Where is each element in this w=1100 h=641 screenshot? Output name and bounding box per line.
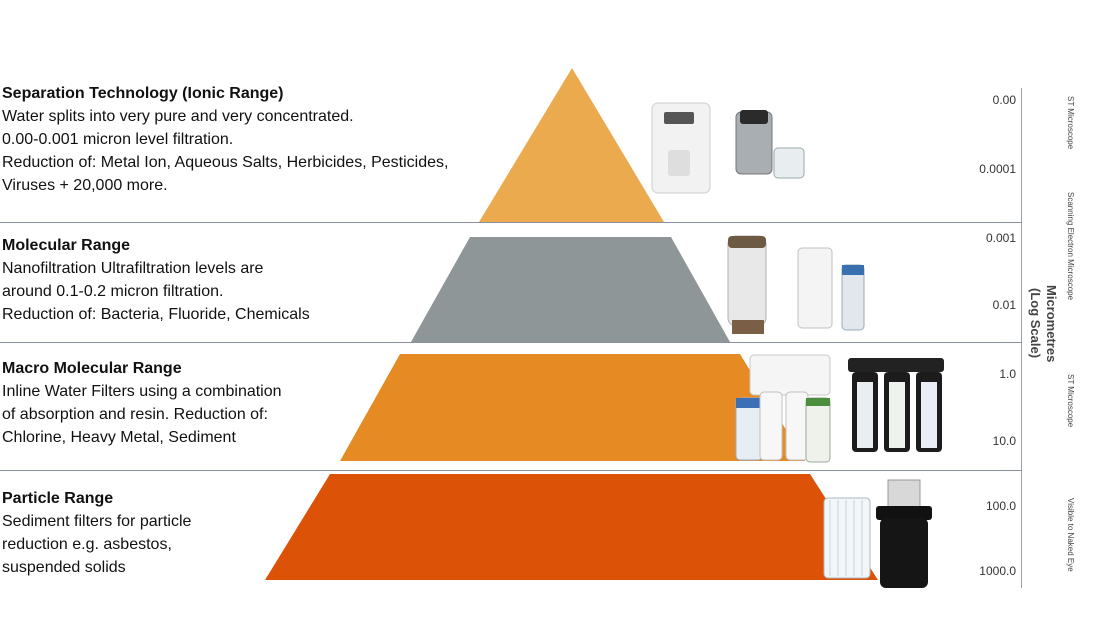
water-distiller-icon: [651, 102, 805, 194]
instrument-label: Scanning Electron Microscope: [1066, 192, 1075, 301]
axis-title: Micrometres: [1044, 285, 1059, 363]
instrument-label: ST Microscope: [1066, 96, 1075, 150]
tier-title: Macro Molecular Range: [2, 360, 182, 377]
tier-line: Reduction of: Bacteria, Fluoride, Chemic…: [2, 306, 310, 323]
pyramid-tier-molecular: [411, 237, 730, 342]
scale-value: 10.0: [992, 434, 1016, 448]
tier-line: Water splits into very pure and very con…: [2, 108, 354, 125]
tier-ionic-text: Separation Technology (Ionic Range) Wate…: [2, 82, 448, 197]
inline-filter-system-icon: [735, 354, 944, 463]
tier-line: Nanofiltration Ultrafiltration levels ar…: [2, 260, 264, 277]
divider-line: [0, 222, 1022, 223]
pyramid-tier-ionic: [479, 68, 664, 222]
scale-value: 1.0: [999, 367, 1016, 381]
tier-molecular-text: Molecular Range Nanofiltration Ultrafilt…: [2, 234, 310, 326]
tier-line: around 0.1-0.2 micron filtration.: [2, 283, 224, 300]
tier-line: suspended solids: [2, 559, 126, 576]
scale-value: 0.001: [985, 231, 1016, 245]
tier-line: 0.00-0.001 micron level filtration.: [2, 131, 234, 148]
tier-line: Sediment filters for particle: [2, 513, 192, 530]
scale-axis-line: [1021, 88, 1022, 588]
sediment-filter-icon: [823, 479, 932, 588]
tier-macro-molecular-text: Macro Molecular Range Inline Water Filte…: [2, 357, 282, 449]
pyramid-tier-particle: [265, 474, 878, 580]
divider-line: [0, 342, 1022, 343]
scale-value: 0.01: [992, 298, 1016, 312]
instrument-label: Visible to Naked Eye: [1066, 498, 1075, 572]
axis-subtitle: (Log Scale): [1028, 288, 1043, 359]
scale-value: 0.00: [992, 93, 1016, 107]
divider-line: [0, 470, 1022, 471]
tier-title: Molecular Range: [2, 237, 131, 254]
tier-title: Particle Range: [2, 490, 114, 507]
pyramid-tier-macro-molecular: [340, 354, 805, 461]
tier-line: of absorption and resin. Reduction of:: [2, 406, 268, 423]
tier-title: Separation Technology (Ionic Range): [2, 85, 284, 102]
scale-value: 100.0: [985, 499, 1016, 513]
tier-particle-text: Particle Range Sediment filters for part…: [2, 487, 191, 579]
scale-value: 1000.0: [979, 564, 1016, 578]
tier-line: reduction e.g. asbestos,: [2, 536, 172, 553]
tier-line: Chlorine, Heavy Metal, Sediment: [2, 429, 236, 446]
tier-line: Reduction of: Metal Ion, Aqueous Salts, …: [2, 154, 449, 171]
ultrafiltration-housing-icon: [727, 235, 865, 334]
scale-value: 0.0001: [979, 162, 1016, 176]
instrument-label: ST Microscope: [1066, 374, 1075, 428]
tier-line: Viruses + 20,000 more.: [2, 177, 168, 194]
tier-line: Inline Water Filters using a combination: [2, 383, 282, 400]
